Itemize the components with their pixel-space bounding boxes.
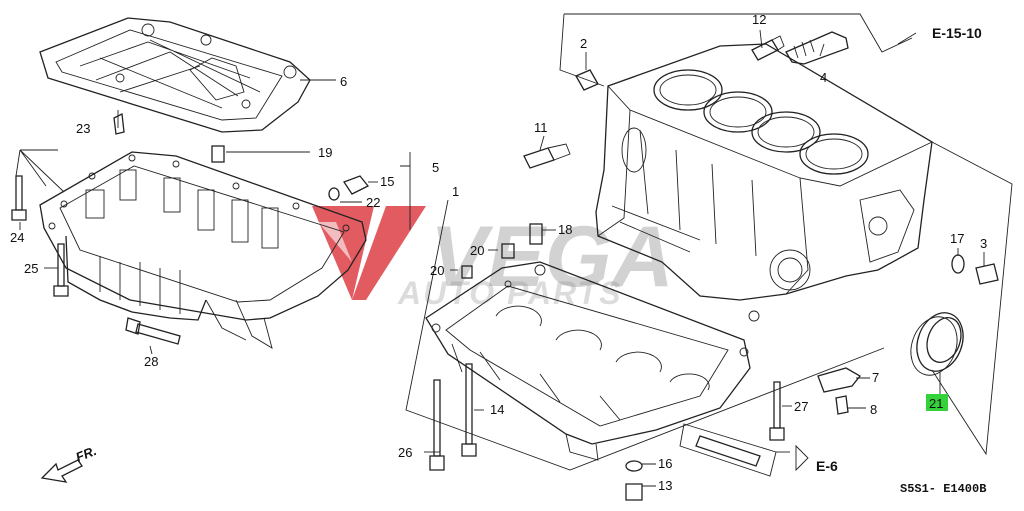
callout-24[interactable]: 24 [10,230,24,245]
front-direction-arrow [40,459,83,483]
callout-21[interactable]: 21 [929,396,943,411]
callout-2[interactable]: 2 [580,36,587,51]
callout-11[interactable]: 11 [534,120,548,135]
callout-20-upper[interactable]: 20 [470,243,484,258]
watermark-logo [312,206,426,300]
watermark: VEGA AUTO PARTS [312,206,674,311]
callout-3[interactable]: 3 [980,236,987,251]
callout-16[interactable]: 16 [658,456,672,471]
leader-lines [15,13,1013,487]
callout-19[interactable]: 19 [318,145,332,160]
callout-18[interactable]: 18 [558,222,572,237]
callout-6[interactable]: 6 [340,74,347,89]
front-direction-label: FR. [74,443,99,465]
callout-5[interactable]: 5 [432,160,439,175]
callout-15[interactable]: 15 [380,174,394,189]
callout-23[interactable]: 23 [76,121,90,136]
callout-14[interactable]: 14 [490,402,504,417]
callout-22[interactable]: 22 [366,195,380,210]
callout-28[interactable]: 28 [144,354,158,369]
callout-7[interactable]: 7 [872,370,879,385]
cylinder-block [595,43,933,322]
ref-e-6[interactable]: E-6 [816,458,838,474]
callout-12[interactable]: 12 [752,12,766,27]
callout-25[interactable]: 25 [24,261,38,276]
ref-e-15-10[interactable]: E-15-10 [932,25,982,41]
diagram-code: S5S1- E1400B [900,482,986,496]
baffle-plate-part-6 [39,17,311,133]
callout-4[interactable]: 4 [820,70,827,85]
oil-seal-part-21 [910,312,964,376]
callout-26[interactable]: 26 [398,445,412,460]
callout-27[interactable]: 27 [794,399,808,414]
callout-labels: 1 2 3 4 5 6 7 8 11 12 13 14 15 16 17 18 … [10,12,987,493]
callout-1[interactable]: 1 [452,184,459,199]
highlighted-part-box [926,394,948,411]
callout-8[interactable]: 8 [870,402,877,417]
callout-13[interactable]: 13 [658,478,672,493]
callout-20-lower[interactable]: 20 [430,263,444,278]
lower-block-bedplate [425,261,751,461]
callout-17[interactable]: 17 [950,231,964,246]
oil-pan [39,151,367,349]
